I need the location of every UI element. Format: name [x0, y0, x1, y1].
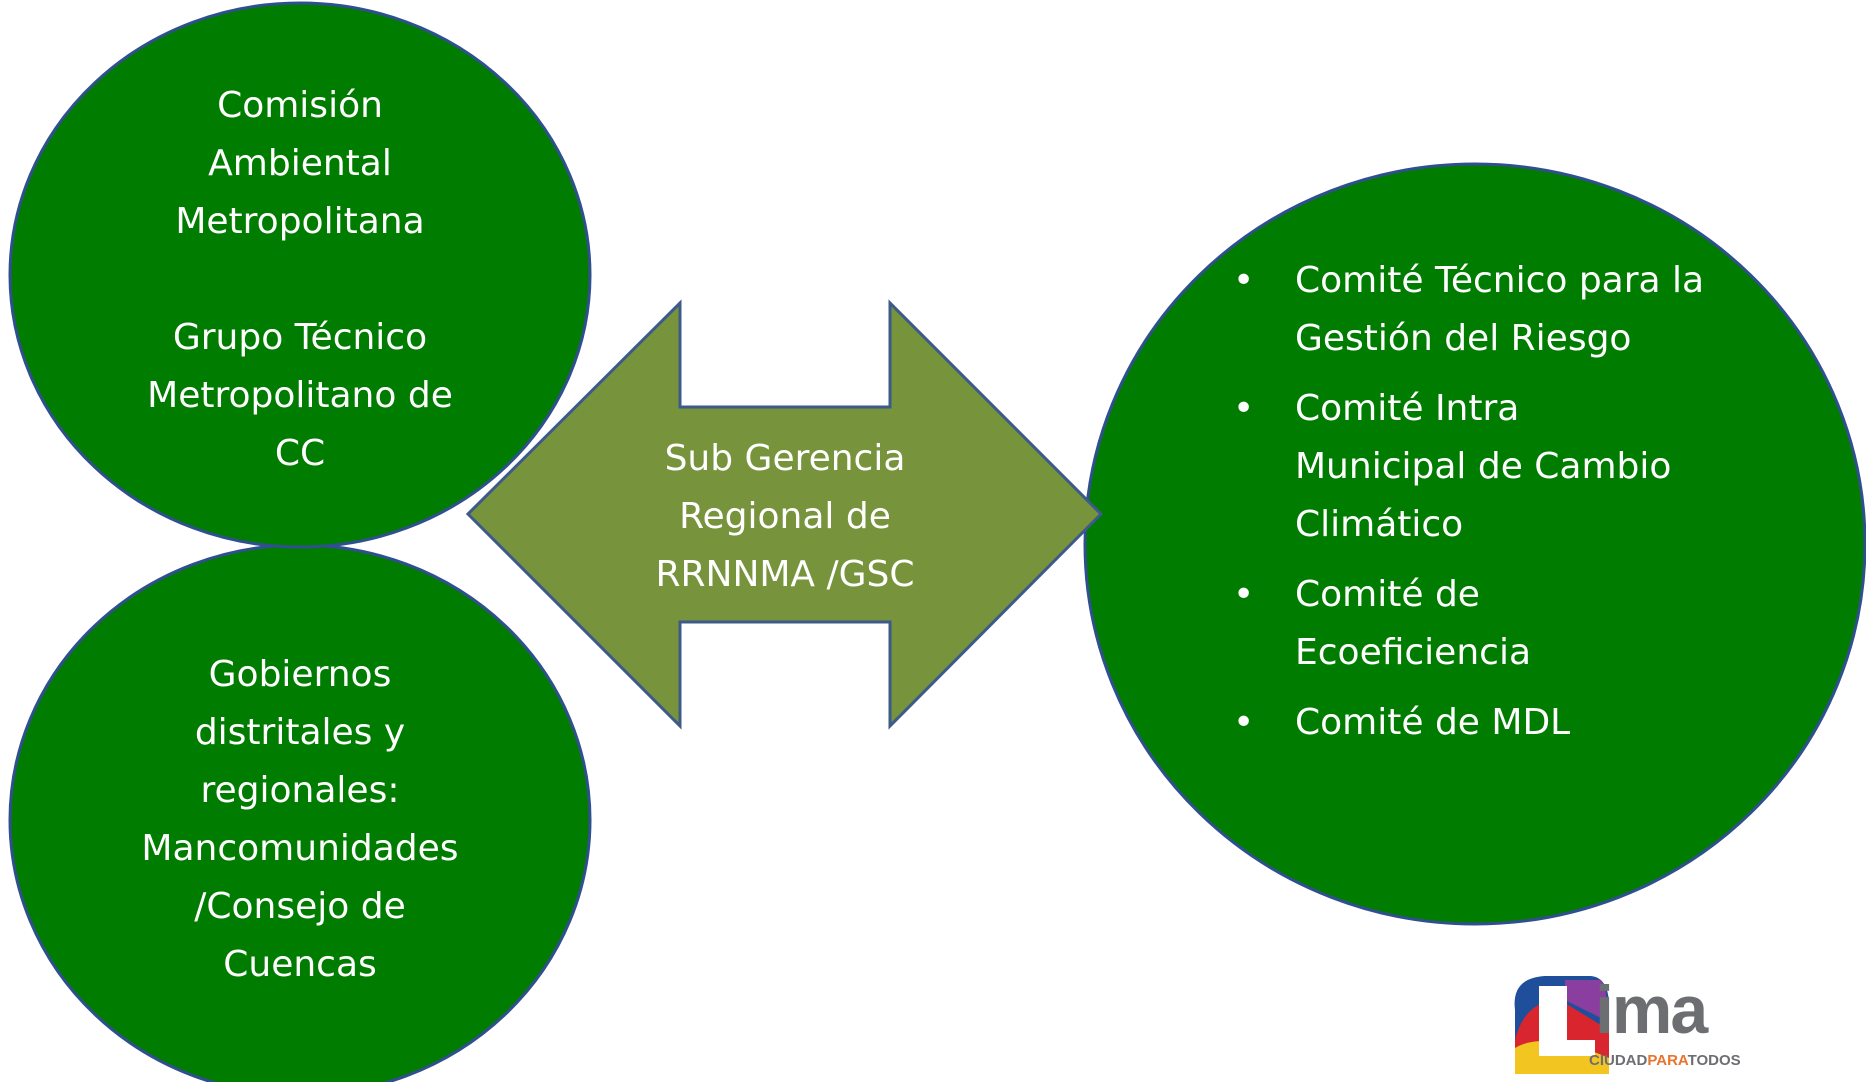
comision-text: Comisión Ambiental Metropolitana Grupo T… [120, 77, 480, 483]
gobiernos-line-3: regionales: [200, 770, 400, 811]
list-item-line: Ecoeficiencia [1295, 632, 1532, 673]
arrow-line-1: Sub Gerencia [664, 438, 906, 479]
list-item-comite-tecnico: • Comité Técnico para la Gestión del Rie… [1215, 252, 1775, 368]
grupo-line-1: Grupo Técnico [172, 317, 428, 358]
list-item-comite-intra: • Comité Intra Municipal de Cambio Climá… [1215, 380, 1775, 554]
tagline-part-3: TODOS [1687, 1052, 1741, 1069]
bullet-icon: • [1233, 574, 1255, 615]
arrow-line-3: RRNNMA /GSC [655, 554, 915, 595]
text-gap [120, 251, 480, 309]
gobiernos-text: Gobiernos distritales y regionales: Manc… [120, 646, 480, 994]
gobiernos-line-1: Gobiernos [208, 654, 392, 695]
list-item-line: Comité Intra [1295, 388, 1520, 429]
lima-logo-mark-icon [1514, 976, 1609, 1074]
list-item-comite-ecoeficiencia: • Comité de Ecoeficiencia [1215, 566, 1775, 682]
list-item-line: Comité de [1295, 574, 1480, 615]
circle-comision [8, 1, 592, 549]
comision-line-1: Comisión [217, 85, 383, 126]
list-item-line: Gestión del Riesgo [1295, 318, 1632, 359]
tagline-part-1: CIUDAD [1589, 1052, 1648, 1069]
list-item-line: Climático [1295, 504, 1464, 545]
list-item-line: Municipal de Cambio [1295, 446, 1672, 487]
arrow-text: Sub Gerencia Regional de RRNNMA /GSC [620, 430, 950, 604]
double-arrow [465, 299, 1104, 730]
comision-line-2: Ambiental [208, 143, 392, 184]
comision-line-3: Metropolitana [175, 201, 425, 242]
comites-list: • Comité Técnico para la Gestión del Rie… [1215, 252, 1775, 764]
grupo-line-2: Metropolitano de [147, 375, 453, 416]
gobiernos-line-5: /Consejo de [194, 886, 406, 927]
list-item-comite-mdl: • Comité de MDL [1215, 694, 1775, 752]
bullet-icon: • [1233, 702, 1255, 743]
gobiernos-line-6: Cuencas [223, 944, 377, 985]
grupo-line-3: CC [274, 433, 326, 474]
lima-logo-word: ima [1595, 972, 1708, 1048]
gobiernos-line-2: distritales y [194, 712, 406, 753]
lima-logo: ima CIUDADPARATODOS [1505, 970, 1805, 1082]
bullet-icon: • [1233, 388, 1255, 429]
list-item-line: Comité de MDL [1295, 702, 1571, 743]
lima-logo-tagline: CIUDADPARATODOS [1589, 1052, 1741, 1069]
circle-comites [1083, 162, 1866, 926]
arrow-line-2: Regional de [679, 496, 891, 537]
gobiernos-line-4: Mancomunidades [141, 828, 459, 869]
bullet-icon: • [1233, 260, 1255, 301]
tagline-part-2: PARA [1647, 1052, 1688, 1069]
list-item-line: Comité Técnico para la [1295, 260, 1705, 301]
